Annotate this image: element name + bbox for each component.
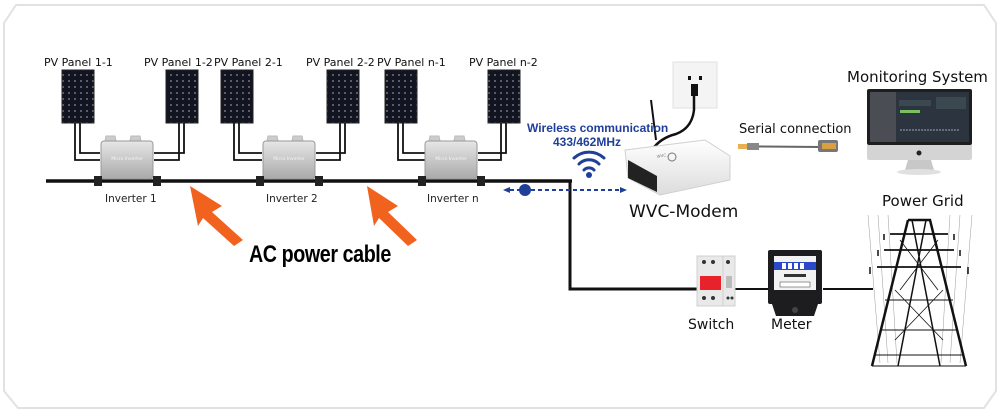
pv-panel-2-2-label: PV Panel 2-2 [306,56,375,69]
svg-text:WVC: WVC [656,152,666,159]
svg-text:Micro Inverter: Micro Inverter [273,156,305,162]
pv-panel-n-2-label: PV Panel n-2 [469,56,538,69]
wvc-modem-label: WVC-Modem [629,202,739,222]
pv-panel-n-1-label: PV Panel n-1 [377,56,446,69]
wireless-line-1: Wireless communication [527,121,669,135]
wifi-icon [572,150,606,178]
monitoring-computer-icon [867,89,972,175]
inverter-n-label: Inverter n [427,193,479,205]
inverter-2-label: Inverter 2 [266,193,318,205]
ac-cable-arrow-1 [190,186,243,246]
wireless-line-2: 433/462MHz [552,135,622,149]
serial-connection-label: Serial connection [739,122,852,137]
switch-label: Switch [688,317,735,333]
micro-inverter-1: Micro Inverter [94,135,161,186]
pv-panel-n-2 [478,69,521,161]
svg-text:Micro Inverter: Micro Inverter [111,156,143,162]
pv-panel-2-1-label: PV Panel 2-1 [214,56,283,69]
wireless-link [503,184,627,196]
pv-panel-1-2-label: PV Panel 1-2 [144,56,213,69]
ac-cable-arrow-2 [367,186,417,246]
circuit-breaker-icon [696,255,736,307]
monitoring-system-label: Monitoring System [847,68,988,86]
power-grid-label: Power Grid [882,192,964,210]
pv-panel-2-1 [220,69,262,161]
inverter-1-label: Inverter 1 [105,193,157,205]
ac-power-cable-label: AC power cable [249,241,391,268]
pv-panel-2-2 [316,69,360,161]
meter-label: Meter [771,317,812,333]
ac-grid-cable [568,181,700,291]
electric-meter-icon [768,250,822,316]
pv-panel-1-2 [154,69,199,161]
pv-panel-1-1 [61,69,100,161]
pv-panel-n-1 [384,69,425,161]
serial-cable-icon [738,140,838,152]
svg-text:Micro Inverter: Micro Inverter [435,156,467,162]
micro-inverter-2: Micro Inverter [256,135,323,186]
wireless-communication-label: Wireless communication 433/462MHz [527,121,669,149]
micro-inverter-n: Micro Inverter [418,135,485,186]
power-tower-icon [867,214,973,367]
pv-panel-1-1-label: PV Panel 1-1 [44,56,113,69]
wvc-modem-device: WVC [624,99,731,196]
